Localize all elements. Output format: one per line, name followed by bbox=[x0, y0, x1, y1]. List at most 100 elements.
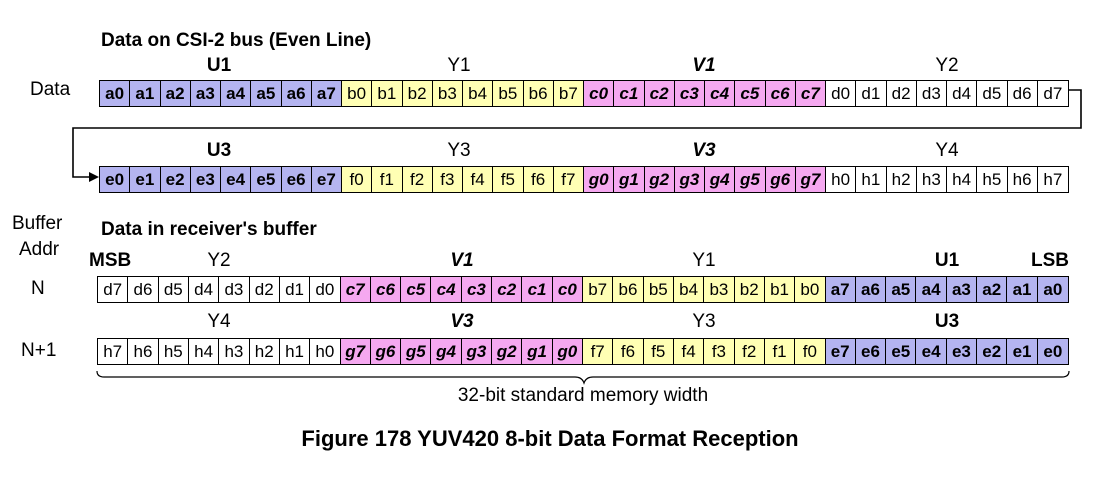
bit-cell-d3: d3 bbox=[219, 277, 250, 302]
bit-cell-h5: h5 bbox=[977, 167, 1008, 192]
bit-cell-a3: a3 bbox=[946, 277, 978, 302]
memory-width-label: 32-bit standard memory width bbox=[457, 385, 709, 406]
bit-cell-h6: h6 bbox=[1007, 167, 1038, 192]
bit-cell-e6: e6 bbox=[281, 167, 312, 192]
msb-label: MSB bbox=[89, 250, 132, 271]
bit-cell-b2: b2 bbox=[734, 277, 765, 302]
buffer-heading: Data in receiver's buffer bbox=[101, 219, 317, 240]
bit-cell-e3: e3 bbox=[946, 339, 978, 364]
bit-cell-b0: b0 bbox=[795, 277, 826, 302]
bit-cell-e4: e4 bbox=[221, 167, 252, 192]
bit-cell-b1: b1 bbox=[764, 277, 796, 302]
bit-cell-d6: d6 bbox=[1007, 81, 1038, 106]
bit-cell-b2: b2 bbox=[402, 81, 433, 106]
bit-cell-e7: e7 bbox=[825, 339, 856, 364]
bus-row2-label-u: U3 bbox=[206, 140, 232, 161]
bit-cell-f4: f4 bbox=[463, 167, 494, 192]
bit-cell-c5: c5 bbox=[401, 277, 432, 302]
bit-cell-b3: b3 bbox=[432, 81, 463, 106]
bit-cell-e0: e0 bbox=[1037, 339, 1068, 364]
data-row-label: Data bbox=[30, 79, 71, 100]
buf-row2-label-y4: Y4 bbox=[207, 311, 231, 332]
bus-row2-label-v: V3 bbox=[692, 140, 716, 161]
bit-cell-g3: g3 bbox=[674, 167, 705, 192]
bit-cell-g2: g2 bbox=[492, 339, 523, 364]
bit-cell-f1: f1 bbox=[372, 167, 403, 192]
bit-cell-f7: f7 bbox=[553, 167, 584, 192]
bit-cell-a2: a2 bbox=[977, 277, 1008, 302]
bit-cell-c4: c4 bbox=[431, 277, 462, 302]
bit-cell-g4: g4 bbox=[705, 167, 736, 192]
bus-row1-label-y1: Y1 bbox=[447, 55, 471, 76]
bit-cell-h3: h3 bbox=[219, 339, 250, 364]
bit-cell-b3: b3 bbox=[704, 277, 735, 302]
bit-cell-a7: a7 bbox=[311, 81, 342, 106]
bit-cell-d4: d4 bbox=[188, 277, 220, 302]
bit-cell-f2: f2 bbox=[402, 167, 433, 192]
bit-cell-e4: e4 bbox=[916, 339, 947, 364]
bit-cell-e3: e3 bbox=[190, 167, 221, 192]
bit-cell-a1: a1 bbox=[130, 81, 161, 106]
bit-cell-e2: e2 bbox=[160, 167, 191, 192]
bus-row1-label-u: U1 bbox=[206, 55, 232, 76]
bus-row1-label-v: V1 bbox=[692, 55, 716, 76]
bit-cell-a6: a6 bbox=[855, 277, 887, 302]
bit-cell-f1: f1 bbox=[764, 339, 796, 364]
bit-cell-c7: c7 bbox=[340, 277, 371, 302]
bit-cell-d5: d5 bbox=[977, 81, 1008, 106]
bit-cell-g1: g1 bbox=[614, 167, 645, 192]
bit-cell-e1: e1 bbox=[130, 167, 161, 192]
bit-cell-d6: d6 bbox=[128, 277, 159, 302]
buf-row2-label-y3: Y3 bbox=[692, 311, 716, 332]
buf-row1-label-u: U1 bbox=[934, 250, 960, 271]
bit-cell-h7: h7 bbox=[98, 339, 129, 364]
bit-cell-g7: g7 bbox=[795, 167, 826, 192]
bit-cell-a1: a1 bbox=[1007, 277, 1038, 302]
lsb-label: LSB bbox=[1031, 250, 1069, 271]
bit-cell-f6: f6 bbox=[613, 339, 644, 364]
bit-cell-d5: d5 bbox=[158, 277, 189, 302]
bit-cell-b6: b6 bbox=[523, 81, 554, 106]
bit-cell-h0: h0 bbox=[826, 167, 857, 192]
bit-cell-e5: e5 bbox=[251, 167, 282, 192]
bit-cell-a3: a3 bbox=[190, 81, 221, 106]
bit-cell-e6: e6 bbox=[855, 339, 887, 364]
bit-cell-e7: e7 bbox=[311, 167, 342, 192]
buf-row2-label-v: V3 bbox=[450, 311, 474, 332]
bit-cell-h4: h4 bbox=[947, 167, 978, 192]
bit-cell-a5: a5 bbox=[251, 81, 282, 106]
buf-row1-label-y2: Y2 bbox=[207, 250, 231, 271]
bit-cell-b7: b7 bbox=[583, 277, 614, 302]
bit-cell-c2: c2 bbox=[644, 81, 675, 106]
bit-cell-h0: h0 bbox=[310, 339, 341, 364]
bit-cell-h2: h2 bbox=[249, 339, 280, 364]
bit-cell-g6: g6 bbox=[765, 167, 796, 192]
bit-cell-b0: b0 bbox=[342, 81, 373, 106]
bit-cell-h6: h6 bbox=[128, 339, 159, 364]
bit-cell-c6: c6 bbox=[765, 81, 796, 106]
bit-cell-c0: c0 bbox=[552, 277, 583, 302]
bit-cell-c5: c5 bbox=[735, 81, 766, 106]
bit-cell-f6: f6 bbox=[523, 167, 554, 192]
bus-row2-label-y4: Y4 bbox=[935, 140, 959, 161]
wrap-arrow-head bbox=[89, 172, 99, 182]
bit-cell-h7: h7 bbox=[1037, 167, 1068, 192]
bit-cell-f7: f7 bbox=[583, 339, 614, 364]
bit-cell-d7: d7 bbox=[98, 277, 129, 302]
bit-cell-d7: d7 bbox=[1037, 81, 1068, 106]
bit-cell-g5: g5 bbox=[735, 167, 766, 192]
bit-cell-c1: c1 bbox=[614, 81, 645, 106]
wrap-arrow-line bbox=[72, 89, 1082, 178]
bit-cell-h5: h5 bbox=[158, 339, 189, 364]
bit-cell-g0: g0 bbox=[552, 339, 583, 364]
bit-cell-b5: b5 bbox=[643, 277, 674, 302]
bit-cell-e0: e0 bbox=[100, 167, 131, 192]
bus-row1-label-y2: Y2 bbox=[935, 55, 959, 76]
bit-cell-d0: d0 bbox=[310, 277, 341, 302]
bit-cell-d1: d1 bbox=[856, 81, 887, 106]
bit-cell-e5: e5 bbox=[886, 339, 917, 364]
